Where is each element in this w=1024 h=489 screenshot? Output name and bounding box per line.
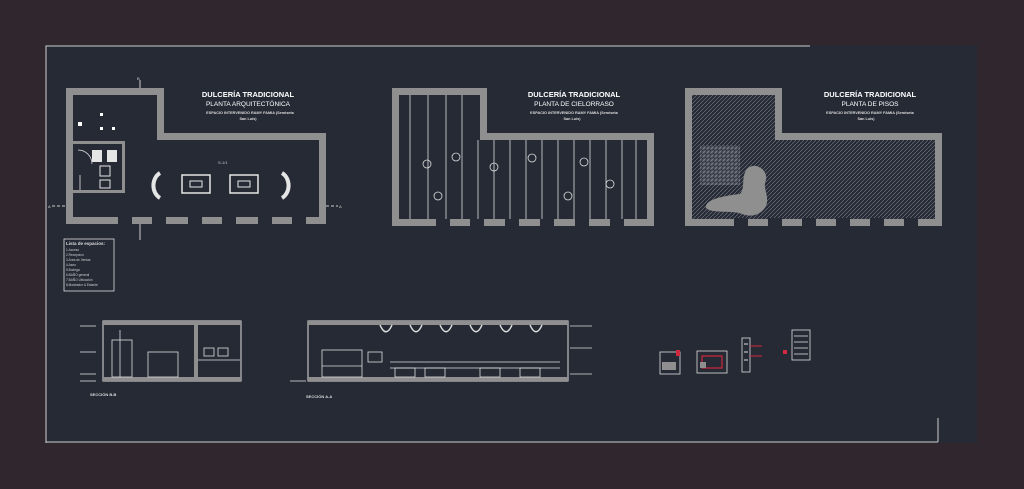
section-bb-floor [103,377,241,381]
counter-curved-right [280,171,291,200]
room-tag: S-1/1 [218,160,228,165]
section-bb-slab [103,321,241,325]
interior-wall [73,190,125,193]
plan-ceiling-openings [436,218,624,227]
level-markers [290,325,592,382]
section-aa-vaults [379,324,543,333]
ceiling-lights [422,152,615,201]
plan-title: DULCERÍA TRADICIONAL [202,90,295,99]
display-table-inner [189,180,203,188]
plan-note: ESPACIO INTERVENIDO RAMY FAMIA (Semiseta [826,111,915,115]
section-mark-a: A [339,204,342,209]
interior-wall [122,144,125,192]
section-label: SECCIÓN A-A [306,394,332,399]
section-label: SECCIÓN B-B [90,392,117,397]
upper-room-marks [78,113,115,130]
plan-title: DULCERÍA TRADICIONAL [528,90,621,99]
model-space-area [46,45,977,443]
detail-3 [741,337,762,373]
plan-note: ESPACIO INTERVENIDO RAMY FAMIA (Semiseta [530,111,619,115]
section-aa-details [321,349,560,378]
sink-fixture [99,179,111,189]
detail-2 [696,350,728,374]
display-table [229,174,259,194]
section-bb-drawing[interactable]: SECCIÓN B-B [80,320,242,397]
interior-wall [73,141,125,144]
plan-note-2: San Luis) [239,117,257,121]
plan-note-2: San Luis) [563,117,581,121]
plan-ceiling[interactable]: DULCERÍA TRADICIONAL PLANTA DE CIELORRAS… [392,88,654,227]
section-aa-floor [308,377,568,381]
section-mark-b: B [137,76,140,81]
legend-heading: Lista de espacios: [66,241,106,246]
plan-floors-openings [734,218,918,227]
legend-item: 1.Acceso [66,248,79,252]
legend-item: 4.Aseo [66,263,76,267]
detail-1 [659,350,681,375]
section-mark-a: A [48,204,51,209]
legend-item: 3.Área de Ventas [66,258,91,262]
plan-subtitle: PLANTA DE CIELORRASO [534,101,614,108]
toilet-fixture [92,150,102,162]
plan-title: DULCERÍA TRADICIONAL [824,90,917,99]
plan-architectural[interactable]: S-1/1 A A B DULCERÍA TRADICIONAL PLANTA … [48,76,342,240]
legend-item: 5.Bodega [66,268,80,272]
plan-note: ESPACIO INTERVENIDO RAMY FAMIA (Semiseta [206,111,295,115]
section-aa-slab [308,321,568,325]
counter-curved-left [151,171,162,200]
sink-fixture [99,165,111,177]
legend-item: 6.BAÑO general [66,272,90,277]
spaces-legend: Lista de espacios: 1.Acceso 2.Recepción … [63,238,115,292]
detail-4 [783,329,811,361]
floor-tile-grid [700,145,740,185]
floor-stone-feature [705,165,768,216]
legend-box [63,238,115,292]
display-table-inner [237,180,251,188]
section-bb-wall [194,325,198,377]
legend-item: 7.BAÑO Ubicación [66,277,93,282]
door-swing [77,149,93,165]
plan-architectural-openings [118,216,306,225]
level-markers [80,325,96,382]
legend-item: 2.Recepción [66,253,84,257]
toilet-fixture [107,150,117,162]
detail-blocks[interactable] [659,329,811,375]
ceiling-joists [409,95,637,219]
plan-subtitle: PLANTA DE PISOS [842,101,900,108]
sheet-border-left-top [45,45,810,443]
plan-floors[interactable]: DULCERÍA TRADICIONAL PLANTA DE PISOS ESP… [685,88,942,227]
plan-note-2: San Luis) [857,117,875,121]
section-bb-details [111,330,240,378]
legend-item: 8.Mostrador & Estante [66,283,98,287]
section-aa-drawing[interactable]: SECCIÓN A-A [290,320,592,399]
plan-subtitle: PLANTA ARQUITECTÓNICA [206,99,291,108]
display-table [181,174,211,194]
